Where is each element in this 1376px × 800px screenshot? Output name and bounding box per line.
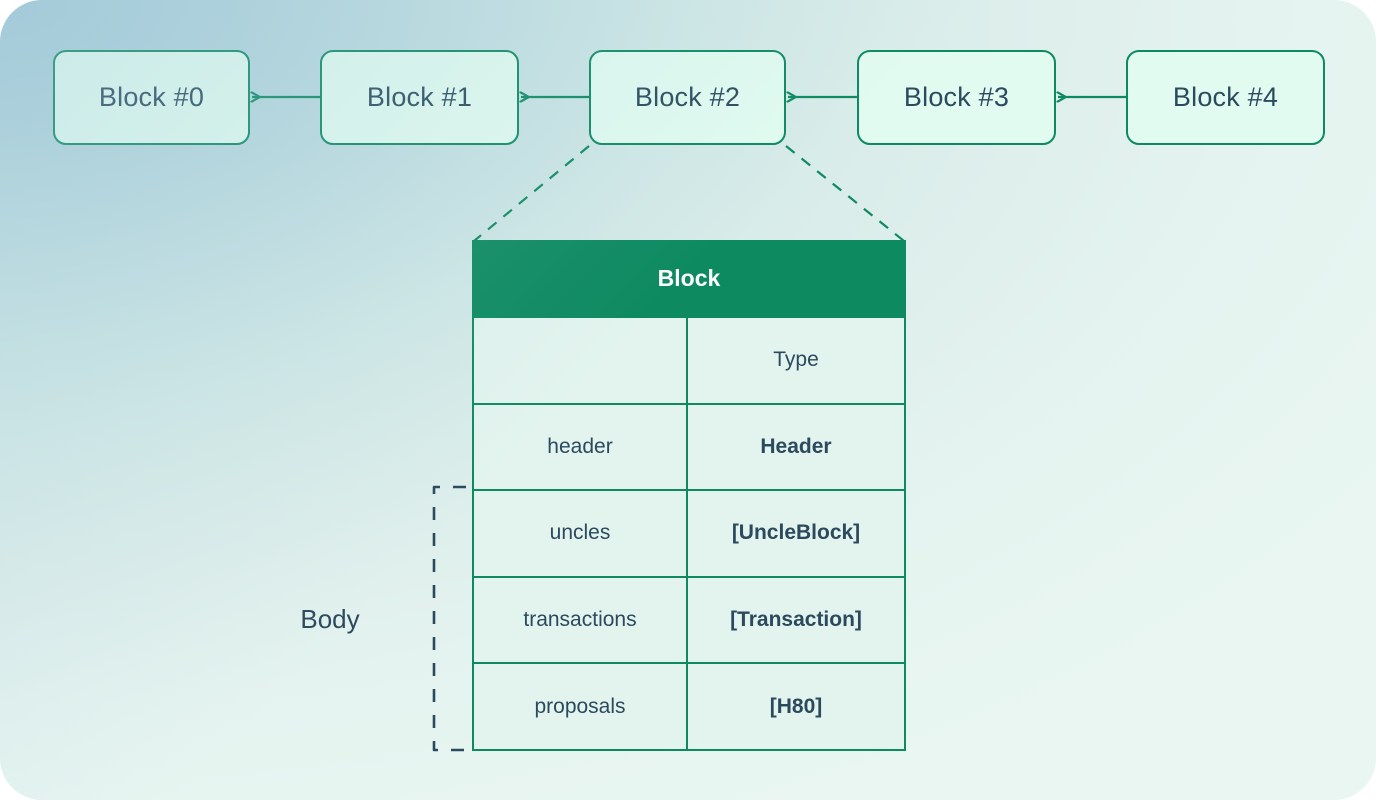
struct-table-row-transactions: transactions [Transaction] (474, 575, 904, 663)
chain-block-label: Block #2 (634, 82, 741, 112)
field-type: [Transaction] (730, 608, 862, 632)
chain-block-label: Block #1 (366, 82, 473, 112)
body-label: Body (300, 604, 360, 634)
chain-block-4[interactable]: Block #4 (1126, 50, 1325, 145)
chain-block-label: Block #0 (98, 82, 205, 112)
chain-block-2[interactable]: Block #2 (589, 50, 786, 145)
field-name: uncles (474, 491, 688, 576)
chain-block-label: Block #4 (1172, 82, 1279, 112)
field-type: Header (760, 434, 832, 458)
field-type: [UncleBlock] (731, 521, 861, 545)
block-struct-table: Block Type header Header uncles [UncleBl… (472, 240, 906, 751)
chain-block-3[interactable]: Block #3 (857, 50, 1056, 145)
chain-block-1[interactable]: Block #1 (320, 50, 519, 145)
struct-table-row-header: header Header (474, 402, 904, 490)
struct-table-row-uncles: uncles [UncleBlock] (474, 489, 904, 576)
column-header-name (474, 318, 688, 403)
field-name: header (474, 404, 688, 490)
struct-table-title: Block (474, 242, 904, 316)
expansion-line-left (473, 145, 590, 242)
expansion-line-right (785, 145, 905, 242)
field-name: transactions (474, 577, 688, 663)
column-header-type: Type (773, 348, 819, 372)
chain-block-0[interactable]: Block #0 (53, 50, 250, 145)
struct-table-row-proposals: proposals [H80] (474, 662, 904, 749)
field-name: proposals (474, 664, 688, 749)
body-bracket (432, 485, 466, 752)
chain-block-label: Block #3 (903, 82, 1010, 112)
struct-table-header-row: Type (474, 316, 904, 403)
field-type: [H80] (769, 694, 823, 718)
